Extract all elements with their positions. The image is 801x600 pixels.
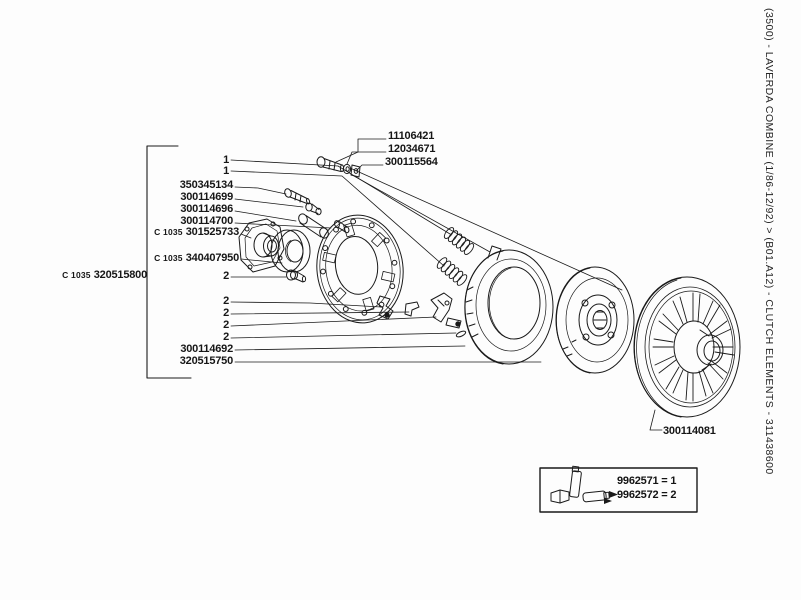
part-label: 2 [223,308,229,319]
part-bearing-housing [238,218,285,273]
part-screw [284,188,311,205]
part-release-levers [376,292,467,338]
applicator-tube-icon [582,490,618,504]
part-clutch-disc [555,266,635,374]
part-fitting-bolt [286,269,307,283]
part-label-number: 340407950 [185,252,239,264]
part-label: 1 [223,166,229,177]
part-label-number: 11106421 [388,130,435,142]
part-cup [305,202,322,216]
part-label-number: 350345134 [179,179,233,191]
part-label: 300114692 [180,344,233,355]
sealant-tube-icon [569,465,582,498]
part-label-number: 2 [223,331,229,343]
part-spring-upper [443,227,475,255]
part-label-number: 2 [223,307,229,319]
part-label: 300114699 [180,192,233,203]
part-label: 320515750 [180,356,233,367]
part-label-number: 300114696 [180,203,233,215]
part-label-number: 300114081 [663,425,716,437]
part-label-number: 2 [223,270,229,282]
part-label: 11106421 [388,131,434,142]
part-label: 300115564 [385,157,438,168]
part-clip-top [350,164,361,178]
legend-entry: 9962572 = 2 [617,489,677,501]
legend-entry: 9962571 = 1 [617,475,677,487]
part-label: 2 [223,296,229,307]
part-label-number: 300115564 [385,156,438,168]
part-label-number: 320515800 [93,269,147,281]
part-release-bearing [270,229,311,273]
part-label-number: 12034671 [388,143,436,155]
part-clutch-cover [316,214,404,324]
part-pulley [633,276,741,418]
pulley-spokes [652,292,735,402]
part-label: 1 [223,155,229,166]
legend-box [539,465,698,513]
part-label-number: 1 [223,154,229,166]
leader-lines [230,138,663,431]
part-label-prefix: C 1035 [154,253,183,263]
part-roller [298,213,329,239]
catalog-section-title: (3500) - LAVERDA COMBINE (1/86-12/92) > … [763,8,775,475]
part-label: 2 [223,271,229,282]
part-label: 2 [223,332,229,343]
part-label-number: 300114699 [180,191,233,203]
part-label-number: 1 [223,165,229,177]
part-label: 12034671 [388,143,436,155]
part-label: 350345134 [180,180,233,191]
part-label-number: 301525733 [185,226,239,238]
adhesive-box-icon [550,489,570,504]
part-label-prefix: C 1035 [62,270,91,280]
part-bolt-top [316,156,345,172]
part-label: 300114696 [180,204,233,215]
part-pressure-ring [464,245,554,365]
part-label: 300114081 [663,426,716,437]
assembly-bracket [146,145,192,379]
part-label-number: 320515750 [179,355,233,367]
part-label-number: 300114692 [180,343,233,355]
part-label-number: 300114700 [180,215,233,227]
part-spring-lower [436,257,468,286]
part-label-number: 2 [223,319,229,331]
part-label: 300114700 [180,216,233,227]
part-label-number: 2 [223,295,229,307]
part-label-prefix: C 1035 [154,227,183,237]
part-washer-top [342,163,352,175]
part-label: 2 [223,320,229,331]
